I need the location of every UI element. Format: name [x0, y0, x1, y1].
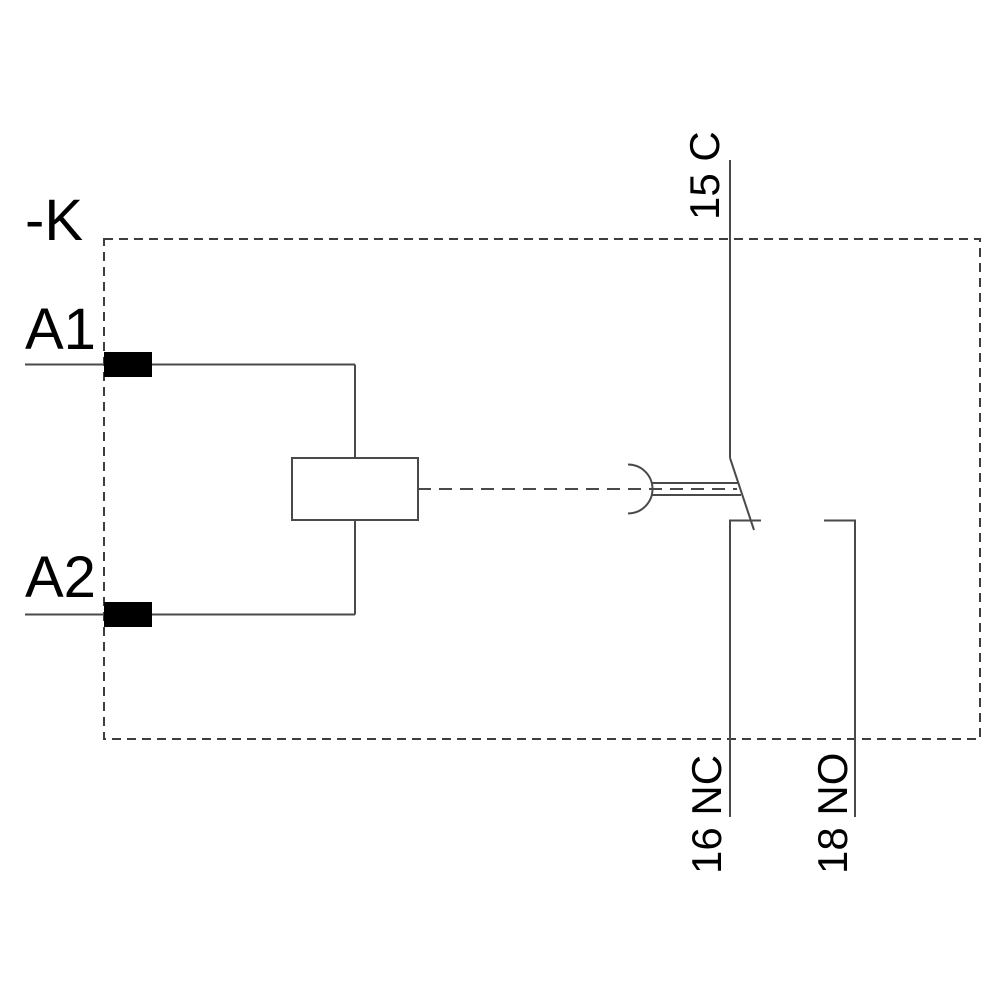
contact-nc-label: 16 NC	[683, 755, 730, 874]
contact-no-label: 18 NO	[809, 753, 856, 874]
coil-box	[291, 457, 419, 521]
contact-common-label: 15 C	[681, 131, 728, 220]
component-ref-label: -K	[25, 188, 83, 253]
no-terminal-bracket	[824, 519, 856, 817]
relay-boundary-box	[103, 238, 981, 740]
terminal-a1-pad	[104, 352, 152, 377]
terminal-a1-label: A1	[25, 297, 96, 362]
nc-terminal-bracket	[729, 519, 761, 817]
terminal-a2-pad	[104, 602, 152, 627]
terminal-a2-label: A2	[25, 545, 96, 610]
contact-lever	[729, 457, 755, 531]
actuator-arc	[627, 463, 654, 515]
